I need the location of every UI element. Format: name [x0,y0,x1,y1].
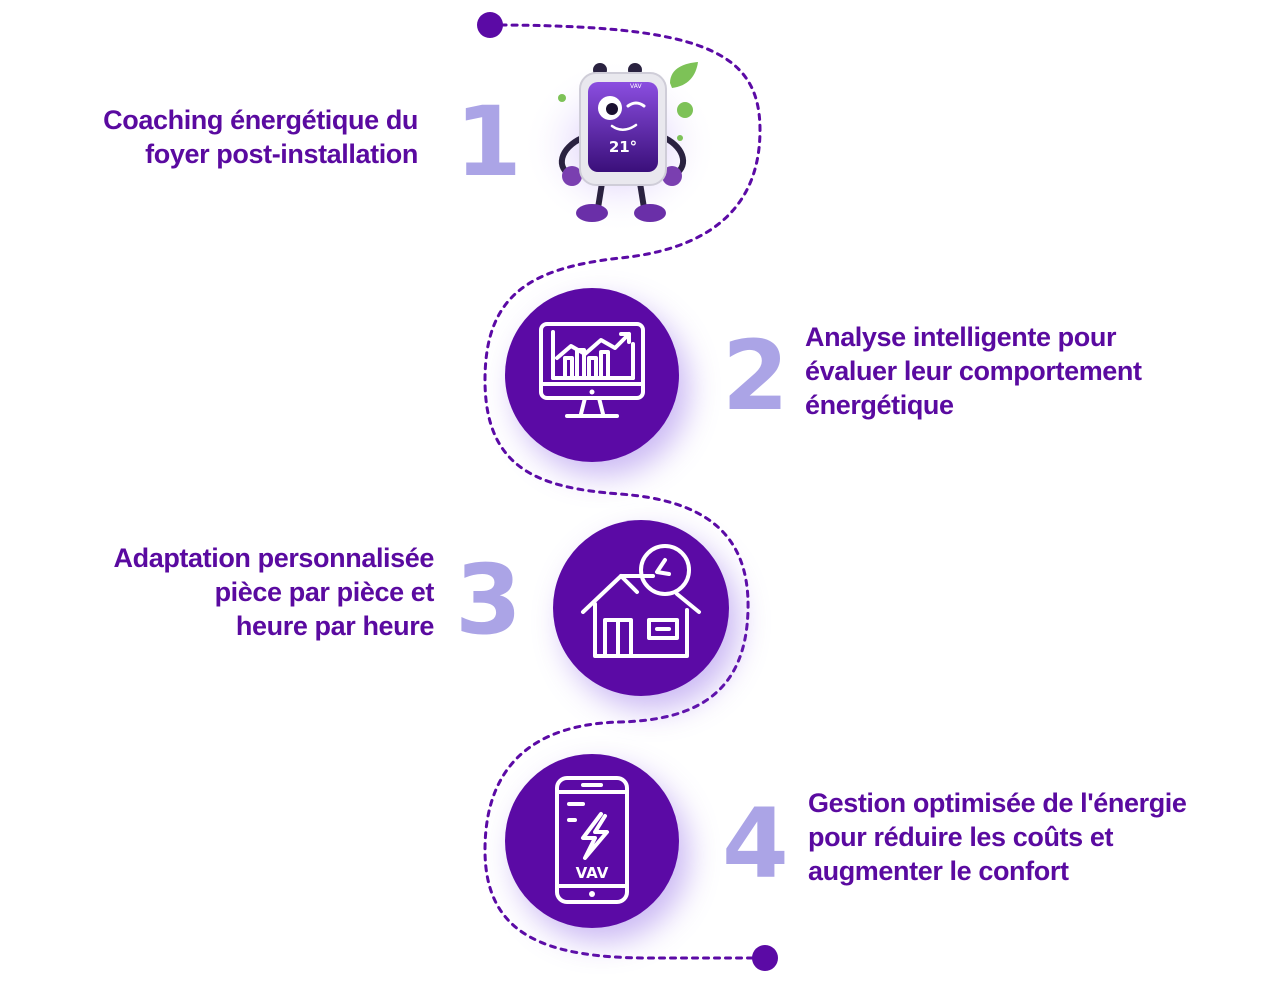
house-clock-icon [581,544,701,658]
step-2-icon-circle [505,288,679,462]
step-4-line-2: pour réduire les coûts et [808,822,1114,852]
step-2-line-1: Analyse intelligente pour [805,322,1117,352]
step-2-line-3: énergétique [805,390,954,420]
step-4-number: 4 [722,788,789,900]
step-3-description: Adaptation personnalisée pièce par pièce… [113,541,435,643]
step-2-number: 2 [722,320,789,432]
step-3-line-2: pièce par pièce et [214,577,435,607]
step-4-icon-circle: VAV [505,754,679,928]
smartphone-app-icon: VAV [555,776,629,904]
step-3-line-3: heure par heure [235,611,434,641]
step-3-icon-circle [553,520,729,696]
step-3-line-1: Adaptation personnalisée [113,543,435,573]
path-start-dot [477,12,503,38]
mascot-temperature: 21° [609,138,637,156]
monitor-analytics-icon [539,322,645,418]
step-4-description: Gestion optimisée de l'énergie pour rédu… [808,786,1187,888]
thermostat-mascot-icon: VAV 21° [520,48,720,238]
step-1-line-1: Coaching énergétique du [103,105,418,135]
path-end-dot [752,945,778,971]
step-2-line-2: évaluer leur comportement [805,356,1142,386]
phone-brand-label: VAV [576,864,609,882]
step-4-line-3: augmenter le confort [808,856,1069,886]
step-4-line-1: Gestion optimisée de l'énergie [808,788,1187,818]
step-1-line-2: foyer post-installation [145,139,418,169]
step-2-description: Analyse intelligente pour évaluer leur c… [805,320,1142,422]
step-1-number: 1 [455,86,522,198]
step-3-number: 3 [455,544,522,656]
mascot-brand: VAV [630,83,642,90]
step-1-description: Coaching énergétique du foyer post-insta… [103,103,418,171]
